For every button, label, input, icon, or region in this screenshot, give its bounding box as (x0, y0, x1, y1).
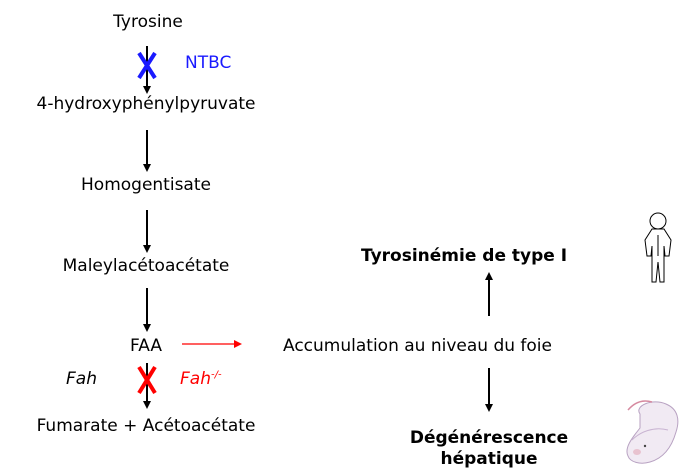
degeneration-label-line1: Dégénérescence (409, 428, 569, 448)
hppa-label: 4-hydroxyphénylpyruvate (36, 94, 256, 114)
ntbc-label: NTBC (185, 53, 232, 73)
fah-wildtype-label: Fah (66, 369, 97, 389)
disease-label: Tyrosinémie de type I (361, 246, 568, 266)
ntbc-block-cross-icon (137, 51, 157, 80)
degeneration-label-line2: hépatique (440, 449, 538, 469)
mouse-icon (626, 400, 679, 464)
fah-block-cross-icon (137, 365, 157, 395)
fah-knockout-label: Fah-/- (180, 369, 222, 389)
faa-label: FAA (130, 336, 162, 356)
human-figure-icon (644, 212, 672, 283)
maleylacetoacetate-label: Maleylacétoacétate (62, 256, 230, 276)
homogentisate-label: Homogentisate (81, 175, 211, 195)
tyrosine-label: Tyrosine (113, 12, 183, 32)
accumulation-label: Accumulation au niveau du foie (283, 336, 552, 356)
products-label: Fumarate + Acétoacétate (36, 416, 256, 436)
